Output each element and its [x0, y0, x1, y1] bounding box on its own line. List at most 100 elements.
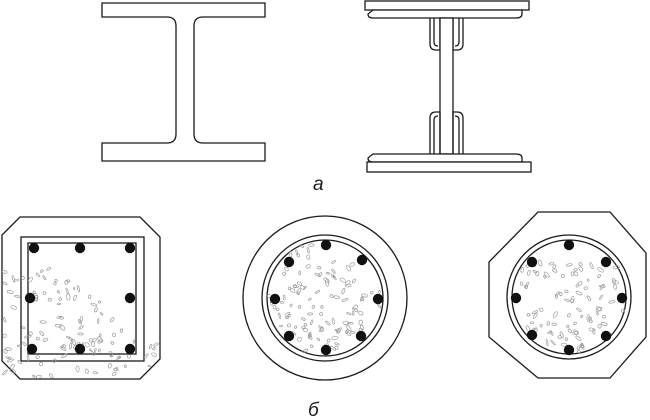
- aggregate-grain: [588, 316, 593, 321]
- aggregate-grain: [378, 290, 381, 294]
- aggregate-grain: [588, 319, 593, 324]
- aggregate-grain: [552, 311, 558, 318]
- rebar-dot: [526, 256, 538, 268]
- label-b: б: [308, 400, 320, 420]
- aggregate-grain: [72, 294, 77, 301]
- aggregate-grain: [53, 282, 57, 286]
- aggregate-grain: [586, 314, 591, 322]
- aggregate-grain: [69, 342, 73, 350]
- aggregate-grain: [306, 247, 310, 254]
- aggregate-grain: [566, 324, 570, 328]
- aggregate-grain: [296, 253, 300, 258]
- aggregate-grain: [317, 266, 322, 270]
- aggregate-grain: [98, 348, 101, 353]
- aggregate-grain: [326, 338, 331, 343]
- aggregate-grain: [588, 327, 595, 332]
- aggregate-grain: [334, 329, 339, 332]
- aggregate-grain: [61, 344, 66, 349]
- aggregate-grain: [306, 254, 311, 260]
- aggregate-grain: [524, 282, 530, 288]
- aggregate-grain: [560, 342, 568, 347]
- aggregate-grain: [299, 285, 306, 290]
- aggregate-grain: [296, 288, 301, 295]
- aggregate-grain: [84, 342, 90, 348]
- rebar-dot: [124, 292, 136, 304]
- aggregate-grain: [323, 277, 330, 283]
- aggregate-grain: [39, 269, 44, 273]
- aggregate-grain: [143, 353, 149, 359]
- aggregate-grain: [88, 338, 94, 343]
- aggregate-grain: [287, 286, 292, 291]
- aggregate-grain: [349, 331, 356, 334]
- aggregate-grain: [65, 287, 69, 294]
- aggregate-grain: [22, 341, 27, 346]
- aggregate-grain: [284, 312, 291, 317]
- aggregate-grain: [78, 325, 84, 330]
- aggregate-grain: [532, 327, 538, 331]
- aggregate-grain: [564, 337, 569, 342]
- aggregate-grain: [576, 307, 582, 312]
- rebar-dot: [510, 292, 522, 304]
- aggregate-grain: [532, 270, 538, 274]
- aggregate-grain: [529, 321, 535, 325]
- aggregate-grain: [56, 302, 61, 305]
- aggregate-grain: [546, 321, 550, 326]
- aggregate-grain: [66, 293, 71, 301]
- aggregate-grain: [88, 294, 92, 300]
- aggregate-grain: [564, 298, 570, 302]
- aggregate-grain: [289, 303, 293, 307]
- aggregate-grain: [42, 275, 47, 281]
- rebar-dot: [24, 292, 36, 304]
- aggregate-grain: [559, 331, 564, 339]
- rebar-group: [24, 242, 136, 355]
- aggregate-grain: [345, 330, 351, 337]
- aggregate-grain: [612, 278, 616, 283]
- aggregate-grain: [21, 275, 25, 280]
- aggregate-grain: [345, 329, 349, 334]
- aggregate-grain: [108, 350, 114, 358]
- rebar-dot: [283, 256, 295, 268]
- aggregate-grain: [2, 281, 8, 286]
- aggregate-grain: [302, 348, 309, 353]
- aggregate-grain: [586, 295, 592, 301]
- aggregate-grain: [333, 295, 340, 300]
- aggregate-grain: [97, 318, 100, 324]
- aggregate-grain: [56, 315, 62, 319]
- aggregate-grain: [578, 262, 583, 267]
- aggregate-grain: [11, 275, 15, 283]
- aggregate-grain: [576, 346, 580, 350]
- aggregate-grain: [282, 294, 286, 301]
- aggregate-grain: [21, 326, 26, 330]
- aggregate-grain: [308, 243, 315, 247]
- aggregate-grain: [361, 293, 368, 298]
- aggregate-grain: [543, 275, 547, 279]
- aggregate-hatch: [519, 259, 627, 354]
- aggregate-grain: [58, 297, 62, 301]
- aggregate-grain: [97, 336, 103, 343]
- aggregate-grain: [349, 262, 356, 267]
- rebar-group: [510, 239, 628, 356]
- aggregate-grain: [346, 312, 352, 316]
- aggregate-grain: [284, 266, 289, 272]
- aggregate-grain: [7, 358, 14, 363]
- aggregate-grain: [308, 297, 312, 301]
- aggregate-grain: [9, 368, 17, 374]
- aggregate-grain: [79, 316, 83, 323]
- aggregate-grain: [123, 364, 127, 368]
- aggregate-grain: [548, 262, 555, 266]
- aggregate-grain: [35, 355, 40, 359]
- label-a: а: [313, 174, 324, 195]
- aggregate-grain: [360, 296, 365, 302]
- aggregate-grain: [559, 292, 563, 297]
- aggregate-grain: [6, 290, 14, 294]
- aggregate-grain: [576, 349, 581, 354]
- aggregate-grain: [77, 332, 84, 336]
- aggregate-grain: [107, 362, 112, 369]
- rebar-dot: [616, 292, 628, 304]
- aggregate-grain: [586, 278, 590, 282]
- aggregate-grain: [278, 312, 281, 319]
- aggregate-grain: [555, 291, 560, 297]
- aggregate-grain: [341, 287, 346, 295]
- aggregate-grain: [309, 344, 314, 349]
